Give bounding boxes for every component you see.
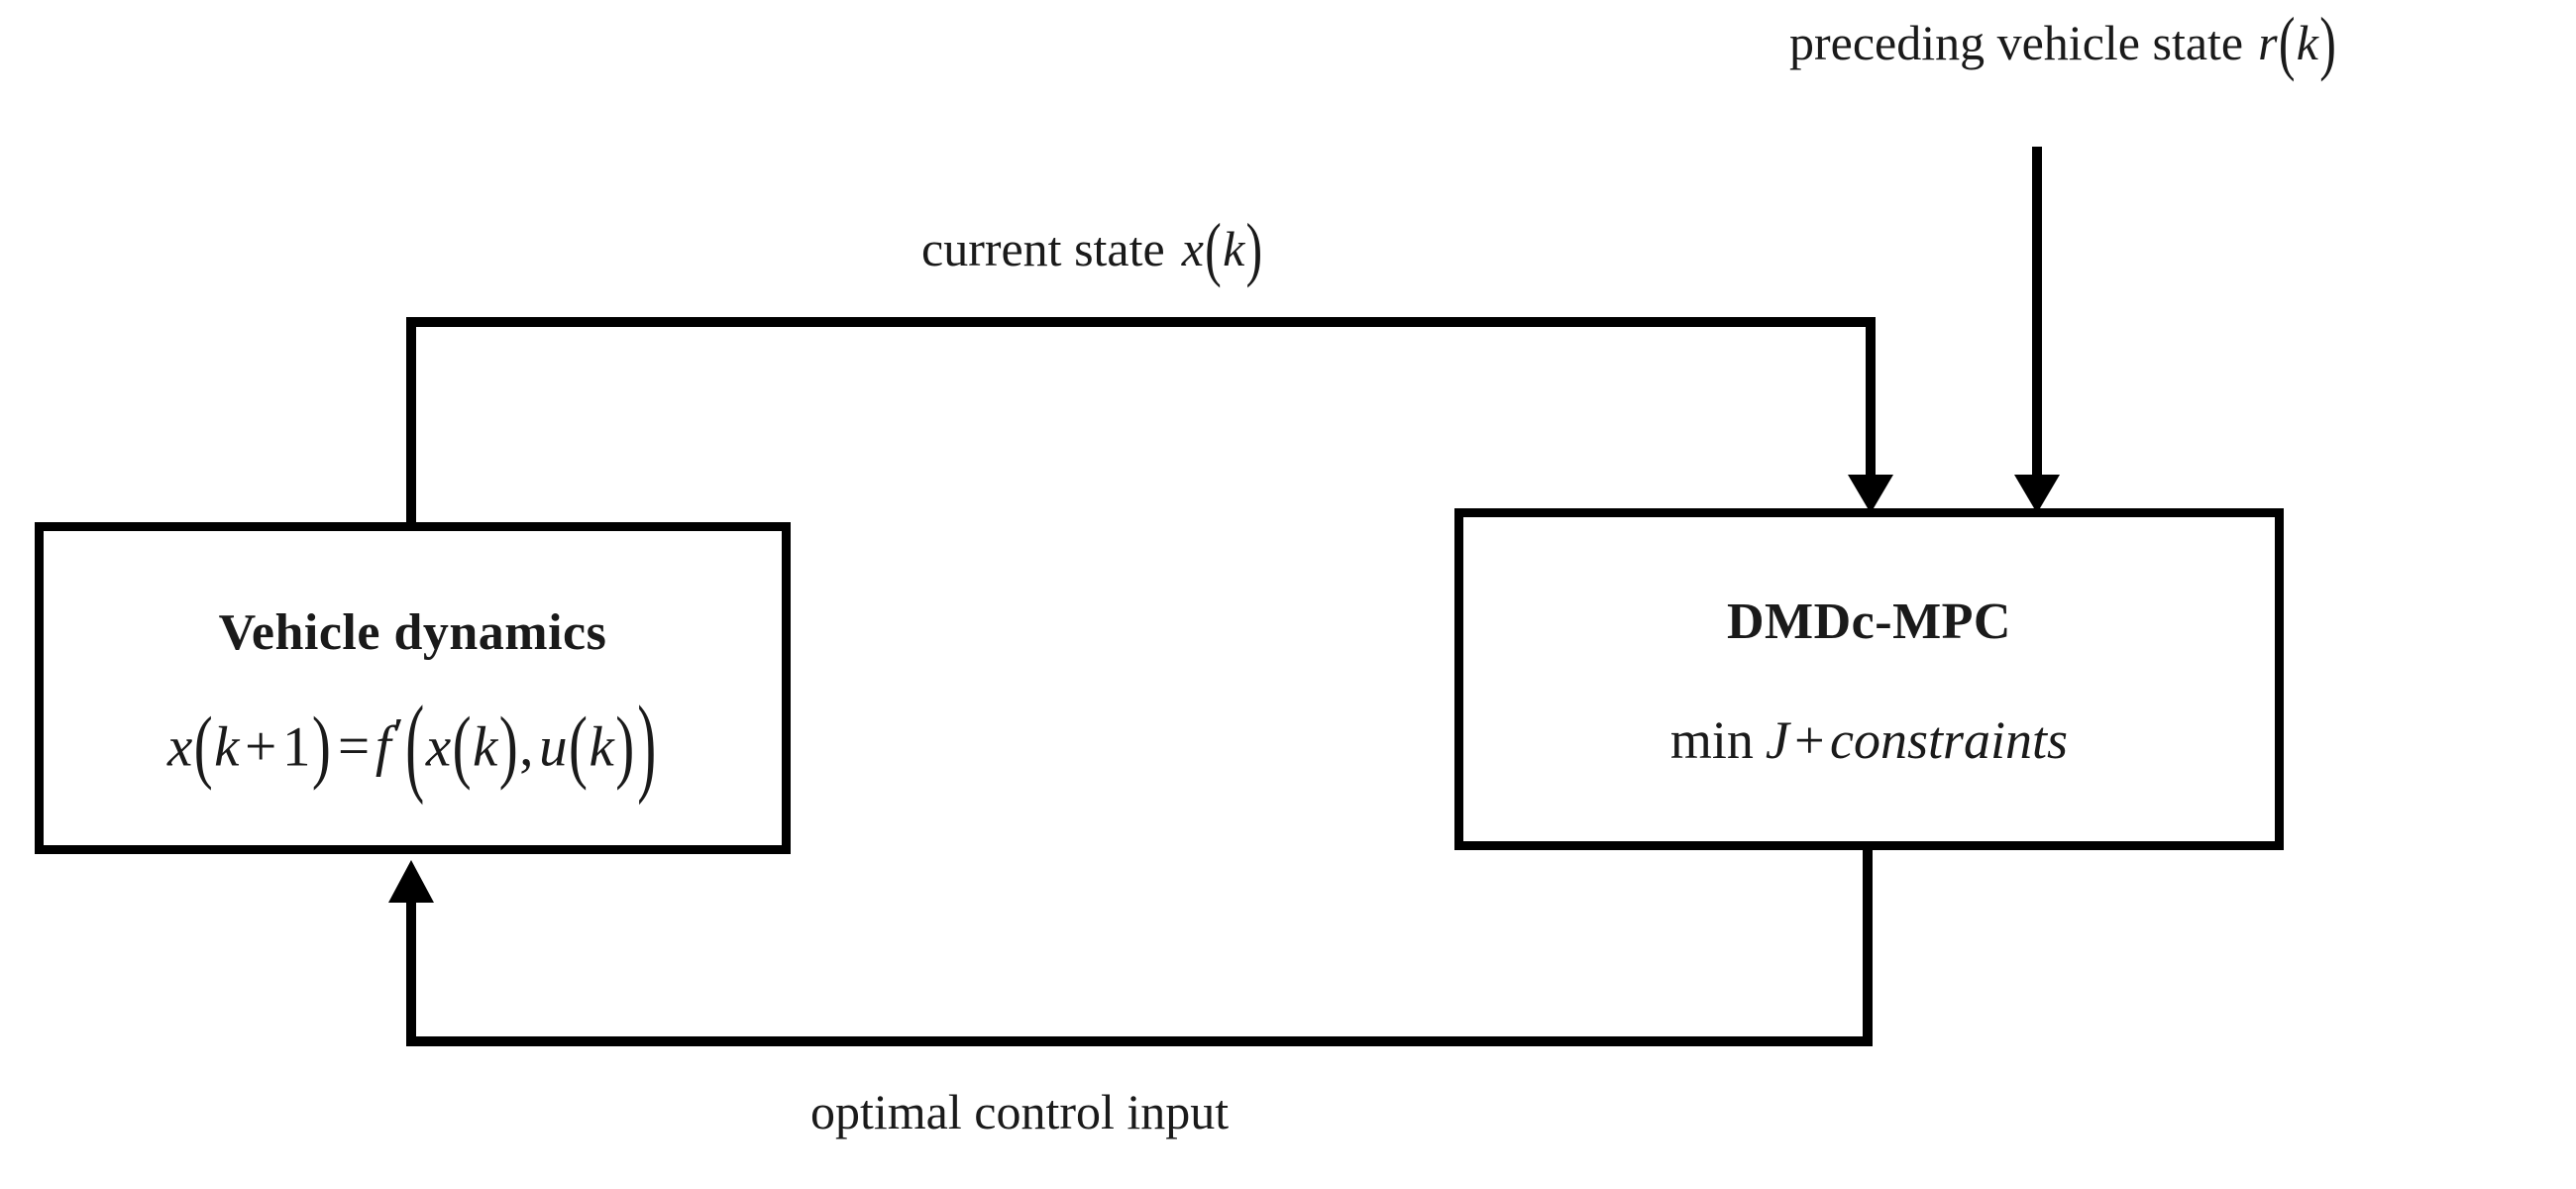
preceding-state-text: preceding vehicle state — [1789, 15, 2244, 70]
preceding-state-open-paren: ( — [2278, 1, 2296, 83]
connector-current-state — [406, 317, 1893, 532]
current-state-text: current state — [921, 221, 1165, 276]
preceding-state-symbol-var: r — [2258, 15, 2278, 70]
optimal-input-arrowhead-icon — [388, 860, 434, 903]
formula-arg1-open-paren: ( — [452, 701, 472, 793]
formula-lhs-open-paren: ( — [193, 701, 213, 793]
formula-arg2-close-paren: ) — [615, 701, 635, 793]
mpc-constraints-term: constraints — [1830, 709, 2069, 770]
current-state-line — [406, 317, 1876, 532]
current-state-close-paren: ) — [1245, 207, 1263, 289]
mpc-plus-operator: + — [1794, 709, 1825, 770]
current-state-symbol-var: x — [1181, 221, 1204, 276]
current-state-open-paren: ( — [1205, 207, 1222, 289]
formula-equals: = — [338, 715, 371, 779]
optimal-input-line — [406, 840, 1873, 1046]
block-vehicle-dynamics[interactable]: Vehicle dynamics x(k+1)=f′(x(k),u(k)) — [35, 522, 791, 854]
formula-arg1-var: x — [425, 715, 452, 779]
formula-arg1-index: k — [473, 715, 498, 779]
formula-arg-open-paren: ( — [405, 685, 425, 808]
connector-optimal-input — [388, 840, 1873, 1046]
preceding-state-index: k — [2296, 15, 2318, 70]
preceding-state-close-paren: ) — [2319, 1, 2336, 83]
formula-arg2-index: k — [589, 715, 614, 779]
formula-arg2-open-paren: ( — [569, 701, 589, 793]
dmdc-mpc-title: DMDc-MPC — [1727, 593, 2011, 650]
vehicle-dynamics-title: Vehicle dynamics — [218, 603, 607, 661]
formula-arg-close-paren: ) — [637, 685, 657, 808]
current-state-index: k — [1223, 221, 1245, 276]
label-optimal-control-input: optimal control input — [810, 1087, 1229, 1136]
formula-lhs-var: x — [167, 715, 193, 779]
formula-arg-comma: , — [519, 715, 534, 779]
formula-lhs-one: 1 — [281, 715, 311, 779]
formula-lhs-plus: + — [245, 715, 277, 779]
formula-lhs-close-paren: ) — [311, 701, 331, 793]
optimal-input-text: optimal control input — [810, 1084, 1230, 1139]
formula-lhs-index: k — [214, 715, 240, 779]
formula-arg2-var: u — [539, 715, 568, 779]
mpc-objective-symbol: J — [1765, 709, 1789, 770]
connector-preceding-state — [2014, 147, 2060, 513]
vehicle-dynamics-formula: x(k+1)=f′(x(k),u(k)) — [167, 691, 658, 801]
formula-arg1-close-paren: ) — [498, 701, 518, 793]
mpc-min-operator: min — [1669, 709, 1754, 770]
formula-function-symbol: f — [375, 715, 391, 779]
formula-prime-mark: ′ — [392, 706, 404, 762]
